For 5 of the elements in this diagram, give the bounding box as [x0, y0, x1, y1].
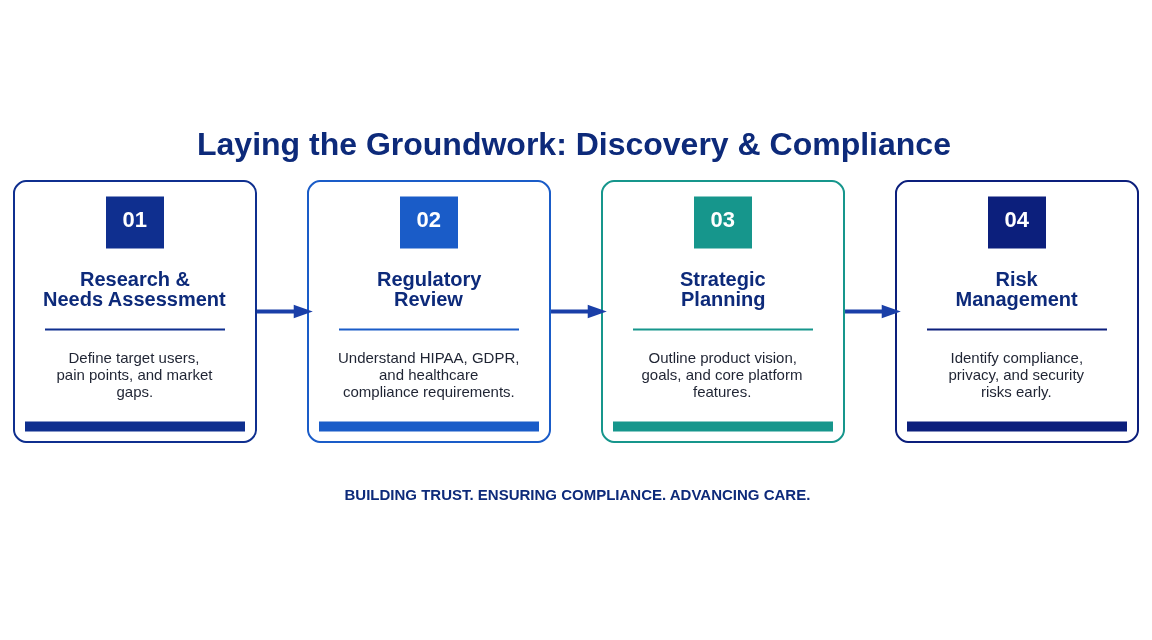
arrow [845, 304, 901, 318]
diagram-title: Laying the Groundwork: Discovery & Compliance [197, 125, 951, 162]
label: BUILDING TRUST. ENSURING COMPLIANCE. ADVANCING CARE. [344, 485, 811, 502]
arrow [257, 304, 313, 318]
arrow [551, 304, 607, 318]
